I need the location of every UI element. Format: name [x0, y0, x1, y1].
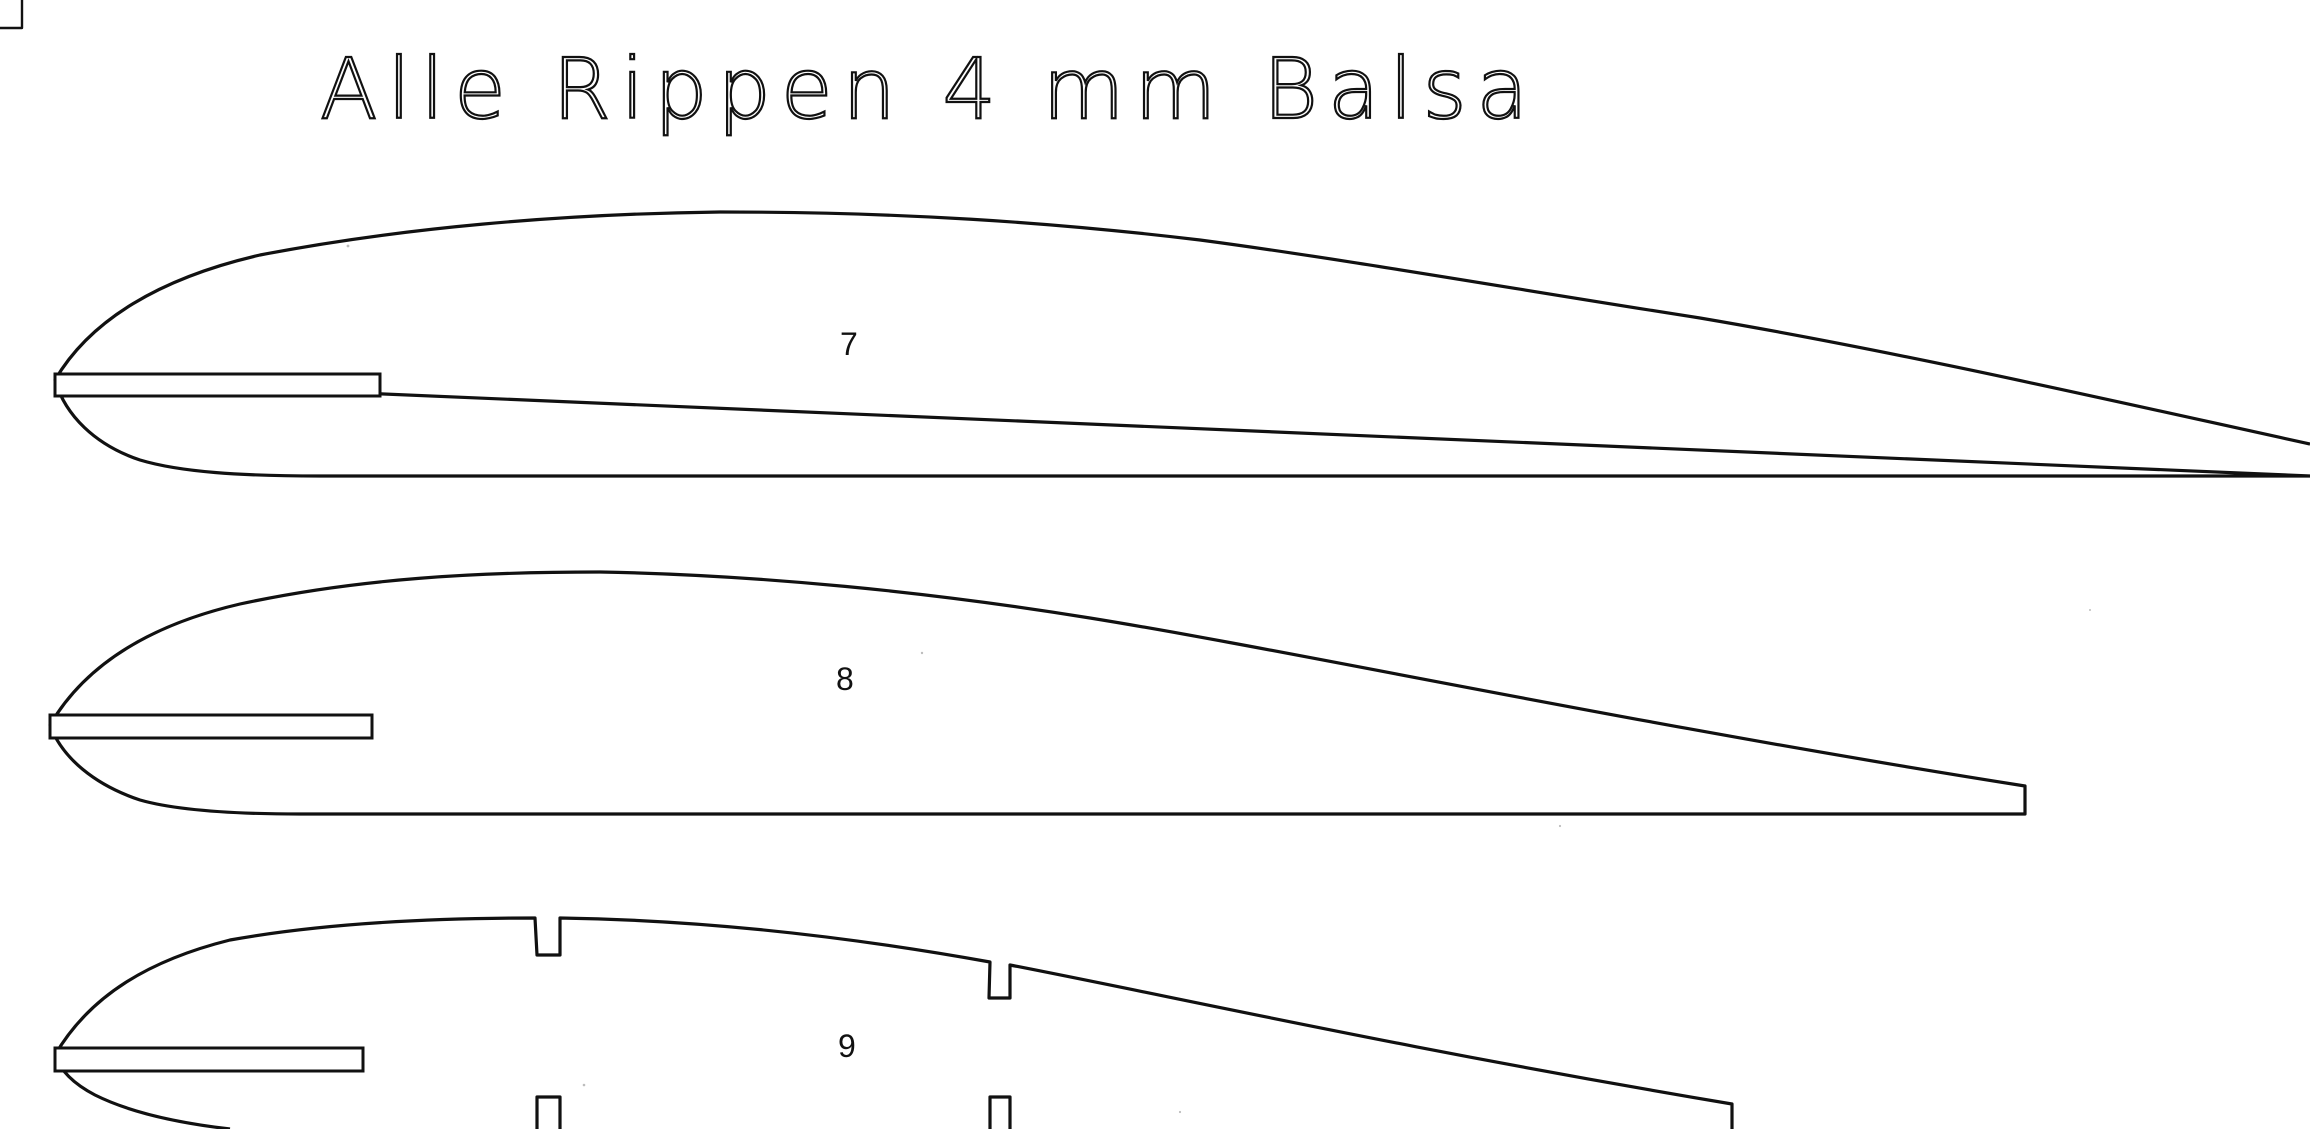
rib-9-number: 9 [838, 1028, 856, 1064]
rib-7-outline [53, 210, 2310, 478]
scan-specks [346, 244, 2091, 1114]
rib-8: 8 [48, 570, 2027, 816]
drawing-title: Alle Rippen 4 mm Balsa [320, 40, 1538, 138]
rib-7-spar-slot [53, 372, 382, 398]
rib-7: 7 [53, 210, 2310, 478]
rib-8-spar-slot [48, 713, 374, 740]
rib-9-spar-slot [53, 1046, 365, 1073]
corner-frame [0, 0, 24, 30]
rib-9: 9 [53, 916, 1734, 1129]
rib-7-number: 7 [840, 326, 858, 362]
rib-8-number: 8 [836, 661, 854, 697]
rib-8-outline [48, 570, 2027, 816]
rib-9-outline [53, 916, 1734, 1129]
